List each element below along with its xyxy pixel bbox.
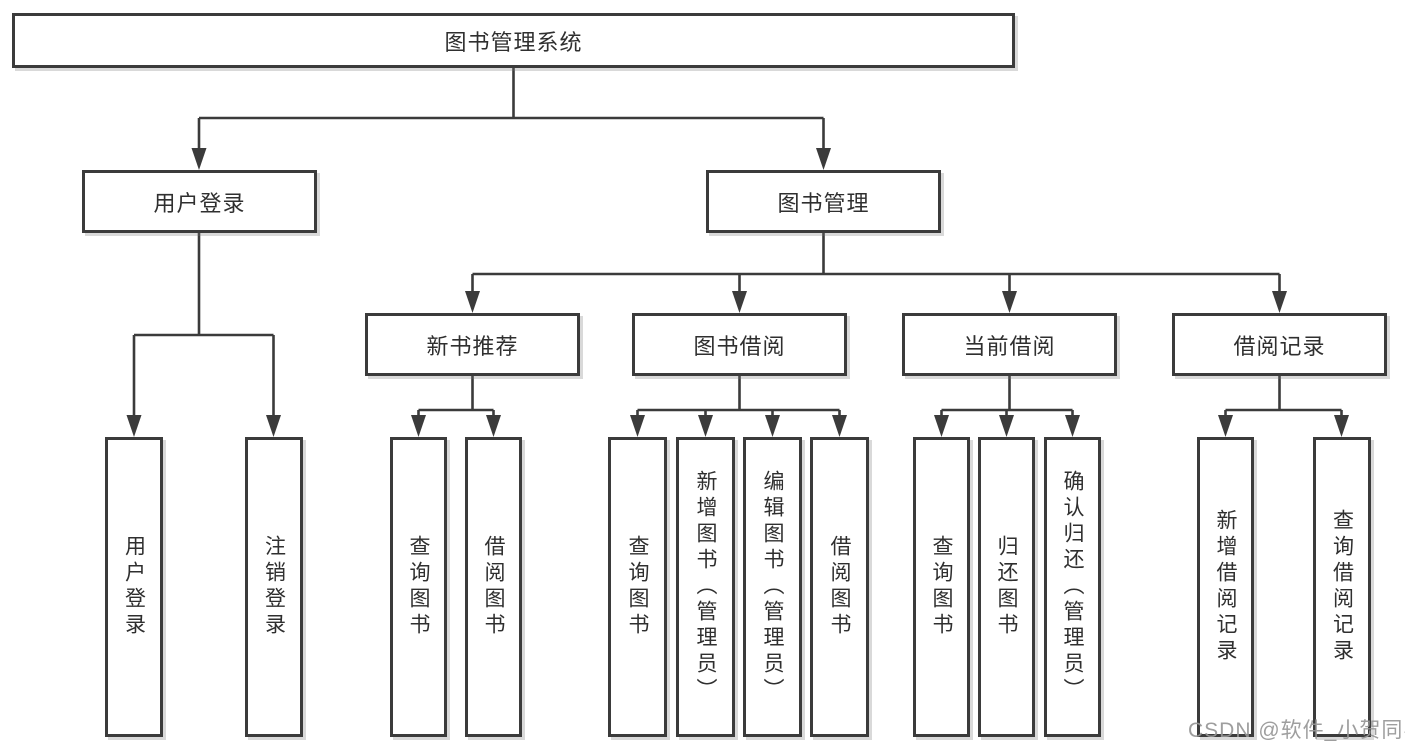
node-label: 编辑图书（管理员） bbox=[761, 470, 784, 704]
node-label: 新书推荐 bbox=[426, 333, 519, 359]
node-leaf-query-books-1: 查询图书 bbox=[390, 437, 447, 737]
node-leaf-user-login: 用户登录 bbox=[105, 437, 163, 737]
node-new-book-recommend: 新书推荐 bbox=[365, 313, 580, 376]
arrowhead-icons bbox=[126, 148, 1349, 437]
node-label: 注销登录 bbox=[262, 535, 286, 639]
node-label: 归还图书 bbox=[995, 535, 1018, 639]
node-book-borrowing: 图书借阅 bbox=[632, 313, 847, 376]
node-label: 新增借阅记录 bbox=[1214, 509, 1237, 665]
node-leaf-return-books: 归还图书 bbox=[978, 437, 1035, 737]
node-leaf-edit-books-admin: 编辑图书（管理员） bbox=[743, 437, 802, 737]
node-user-login: 用户登录 bbox=[82, 170, 317, 233]
node-library-management-system: 图书管理系统 bbox=[12, 13, 1015, 68]
node-label: 图书管理系统 bbox=[444, 29, 583, 55]
node-label: 查询图书 bbox=[626, 535, 649, 639]
node-label: 用户登录 bbox=[122, 535, 146, 639]
node-current-borrowing: 当前借阅 bbox=[902, 313, 1117, 376]
csdn-watermark: CSDN @软件_小贺同学 bbox=[1188, 719, 1405, 742]
node-label: 新增图书（管理员） bbox=[694, 470, 717, 704]
node-label: 借阅图书 bbox=[482, 535, 505, 639]
node-label: 当前借阅 bbox=[963, 333, 1056, 359]
node-borrowing-records: 借阅记录 bbox=[1172, 313, 1387, 376]
node-leaf-borrow-books-1: 借阅图书 bbox=[465, 437, 522, 737]
node-leaf-add-borrow-record: 新增借阅记录 bbox=[1197, 437, 1254, 737]
node-book-management: 图书管理 bbox=[706, 170, 941, 233]
node-leaf-add-books-admin: 新增图书（管理员） bbox=[676, 437, 735, 737]
node-label: 确认归还（管理员） bbox=[1061, 470, 1084, 704]
node-leaf-confirm-return-admin: 确认归还（管理员） bbox=[1044, 437, 1101, 737]
node-label: 图书管理 bbox=[777, 190, 870, 216]
node-leaf-query-borrow-record: 查询借阅记录 bbox=[1313, 437, 1371, 737]
node-label: 查询图书 bbox=[407, 535, 430, 639]
node-label: 图书借阅 bbox=[693, 333, 786, 359]
node-label: 查询借阅记录 bbox=[1330, 509, 1354, 665]
node-leaf-borrow-books-2: 借阅图书 bbox=[810, 437, 869, 737]
node-leaf-query-books-3: 查询图书 bbox=[913, 437, 970, 737]
node-leaf-query-books-2: 查询图书 bbox=[608, 437, 667, 737]
node-label: 用户登录 bbox=[153, 190, 246, 216]
node-label: 查询图书 bbox=[930, 535, 953, 639]
node-leaf-logout: 注销登录 bbox=[245, 437, 303, 737]
node-label: 借阅记录 bbox=[1233, 333, 1326, 359]
node-label: 借阅图书 bbox=[828, 535, 851, 639]
